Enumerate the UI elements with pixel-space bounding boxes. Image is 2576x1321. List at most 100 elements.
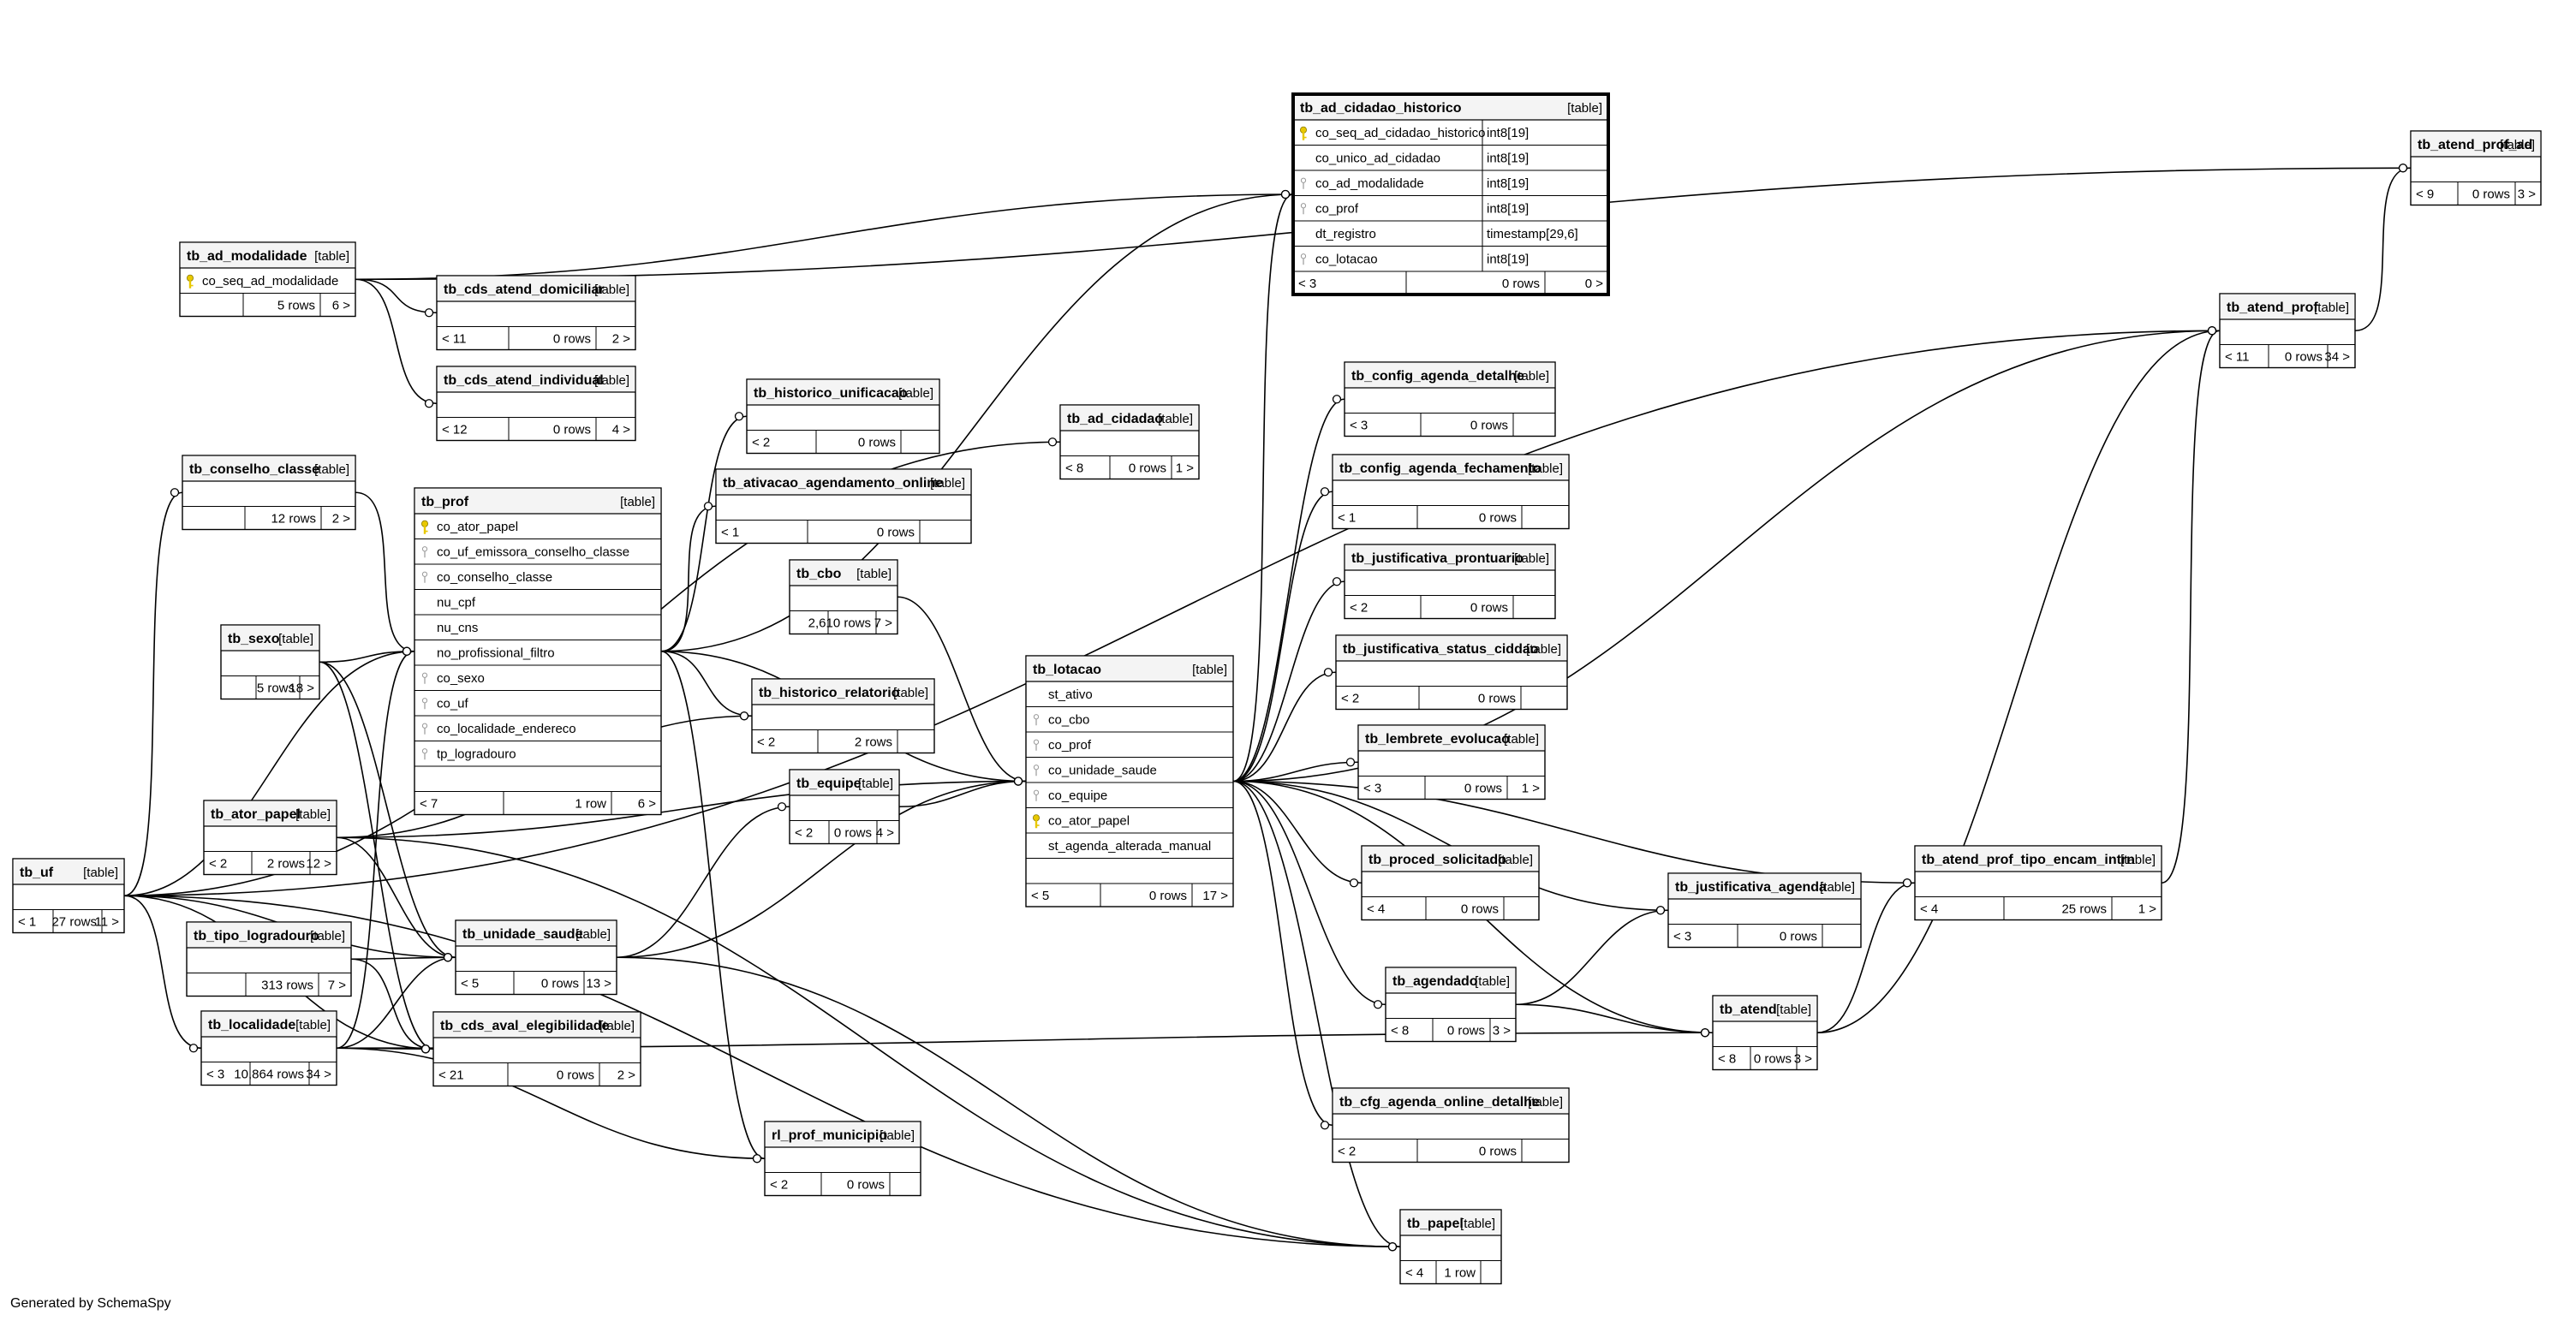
row-count: 0 rows (1780, 930, 1817, 944)
relationship-line (660, 505, 717, 652)
column-row[interactable]: co_ator_papel (1026, 813, 1233, 834)
column-row[interactable]: co_uf_emissora_conselho_classe (414, 544, 661, 565)
column-row[interactable]: co_ator_papel (414, 520, 661, 539)
child-count: 3 > (1794, 1052, 1813, 1067)
row-count: 0 rows (1149, 889, 1187, 903)
table-type-tag: [table] (1192, 663, 1227, 677)
column-row[interactable]: co_equipe (1026, 788, 1233, 808)
table-prof[interactable]: tb_prof[table]co_ator_papelco_uf_emissor… (414, 487, 662, 816)
row-count: 0 rows (1754, 1052, 1792, 1067)
table-type-tag: [table] (594, 283, 629, 297)
relationship-line (123, 650, 415, 897)
column-row[interactable]: co_uf (414, 696, 661, 717)
table-type-tag: [table] (1528, 1095, 1563, 1110)
table-ad_cidadao_historico[interactable]: tb_ad_cidadao_historico[table]co_seq_ad_… (1291, 92, 1610, 296)
relationship-end-marker (424, 308, 434, 318)
column-row[interactable]: co_conselho_classe (414, 570, 661, 590)
table-name: tb_proced_solicitado (1368, 853, 1506, 867)
table-name: tb_atend_prof_tipo_encam_intrn (1922, 853, 2135, 867)
child-count: 34 > (306, 1068, 331, 1082)
table-type-tag: [table] (295, 1018, 331, 1032)
foreign-key-icon (421, 571, 428, 583)
child-count: 2 > (332, 512, 351, 527)
column-row[interactable]: co_sexo (414, 671, 661, 691)
relationship-end-marker (420, 1044, 431, 1054)
table-name: tb_cds_aval_elegibilidade (440, 1019, 610, 1033)
column-row[interactable]: co_seq_ad_modalidade (180, 274, 355, 294)
table-name: tb_lembrete_evolucao (1365, 732, 1510, 747)
relationship-line (1515, 909, 1669, 1006)
table-ativacao_agendamento_online[interactable]: tb_ativacao_agendamento_online[table]< 1… (715, 468, 972, 544)
relationship-end-marker (1280, 189, 1291, 199)
column-type: int8[19] (1487, 252, 1529, 266)
table-type-tag: [table] (278, 632, 313, 646)
relationship-line (1232, 491, 1333, 782)
table-justificativa_status_ciddao[interactable]: tb_justificativa_status_ciddao[table]< 2… (1335, 634, 1568, 711)
column-row[interactable]: no_profissional_filtro (414, 646, 661, 666)
column-row[interactable]: st_ativo (1026, 687, 1233, 707)
column-row[interactable]: nu_cpf (414, 595, 661, 616)
relationship-line (660, 193, 1294, 652)
column-name: co_uf (437, 696, 469, 711)
column-row[interactable]: co_unidade_saude (1026, 763, 1233, 783)
column-row[interactable]: co_prof (1026, 738, 1233, 758)
column-row[interactable]: co_localidade_endereco (414, 722, 661, 741)
relationship-line (1232, 780, 1401, 1248)
column-row[interactable]: co_cbo (1026, 712, 1233, 733)
column-row[interactable]: tp_logradouro (414, 747, 661, 767)
table-atend_prof_tipo_encam_intrn[interactable]: tb_atend_prof_tipo_encam_intrn[table]< 4… (1914, 845, 2162, 921)
table-ad_modalidade[interactable]: tb_ad_modalidade[table]co_seq_ad_modalid… (179, 241, 356, 318)
relationship-end-marker (1323, 668, 1333, 677)
parent-count: < 8 (1391, 1024, 1409, 1038)
column-row[interactable]: nu_cns (414, 621, 661, 640)
table-lotacao[interactable]: tb_lotacao[table]st_ativoco_cboco_profco… (1025, 655, 1234, 907)
column-row[interactable]: st_agenda_alterada_manual (1026, 839, 1233, 859)
parent-count: < 4 (1367, 902, 1385, 917)
relationship-end-marker (424, 399, 434, 408)
relationship-line (1232, 780, 1386, 1006)
parent-count: < 2 (1350, 601, 1368, 616)
relationship-end-marker (170, 488, 180, 497)
column-name: co_prof (1315, 201, 1359, 216)
